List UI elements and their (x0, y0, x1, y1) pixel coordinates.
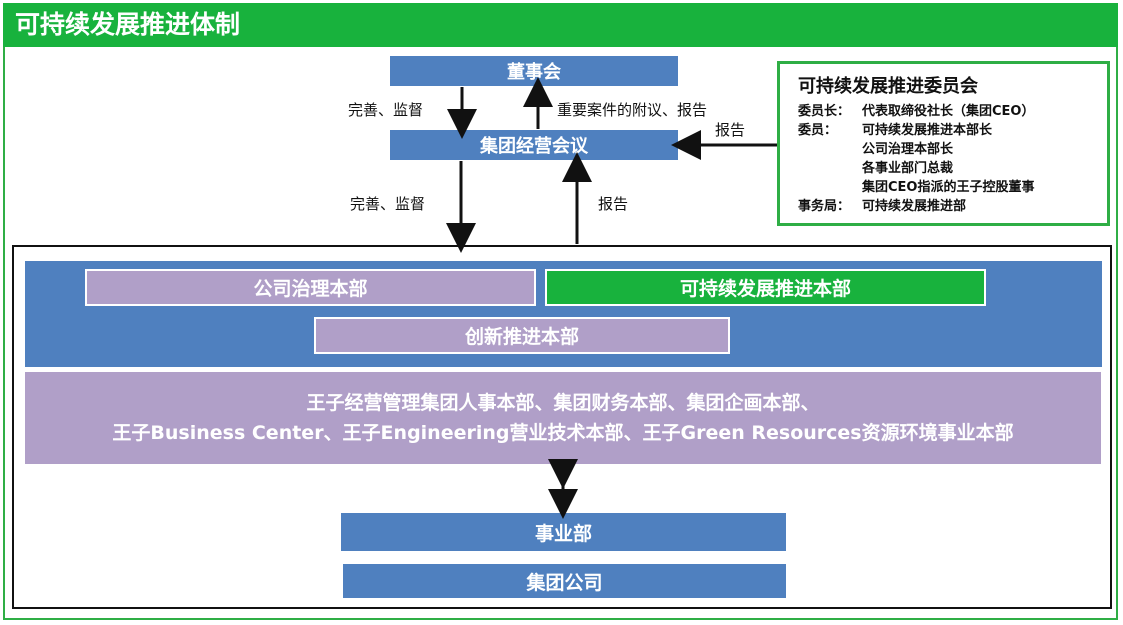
committee-row: 事务局：可持续发展推进部 (798, 199, 967, 214)
label-proposal: 重要案件的附议、报告 (557, 101, 708, 119)
label-report-bottom: 报告 (598, 195, 629, 213)
departments-line-2: 王子Business Center、王子Engineering营业技术本部、王子… (112, 422, 1014, 444)
page-title: 可持续发展推进体制 (3, 3, 1118, 47)
group-company-box: 集团公司 (343, 564, 786, 598)
committee-title: 可持续发展推进委员会 (798, 76, 978, 97)
departments-box: 王子经营管理集团人事本部、集团财务本部、集团企画本部、 王子Business C… (25, 372, 1101, 464)
committee-row: 委员：可持续发展推进本部长 (798, 123, 993, 138)
committee-box: 可持续发展推进委员会 委员长：代表取缔役社长（集团CEO） 委员：可持续发展推进… (777, 61, 1110, 226)
committee-row: 委员长：代表取缔役社长（集团CEO） (798, 104, 1035, 119)
label-report-right: 报告 (715, 121, 746, 139)
label-improve-bottom: 完善、监督 (350, 195, 426, 213)
committee-row: 集团CEO指派的王子控股董事 (862, 180, 1035, 195)
sustainability-box: 可持续发展推进本部 (545, 269, 986, 306)
governance-box: 公司治理本部 (85, 269, 536, 306)
exec-meeting-box: 集团经营会议 (390, 130, 678, 160)
division-box: 事业部 (341, 513, 786, 551)
committee-row: 各事业部门总裁 (862, 161, 954, 176)
committee-row: 公司治理本部长 (862, 142, 954, 157)
departments-line-1: 王子经营管理集团人事本部、集团财务本部、集团企画本部、 (306, 392, 820, 414)
label-improve-top: 完善、监督 (348, 101, 424, 119)
innovation-box: 创新推进本部 (314, 317, 730, 354)
